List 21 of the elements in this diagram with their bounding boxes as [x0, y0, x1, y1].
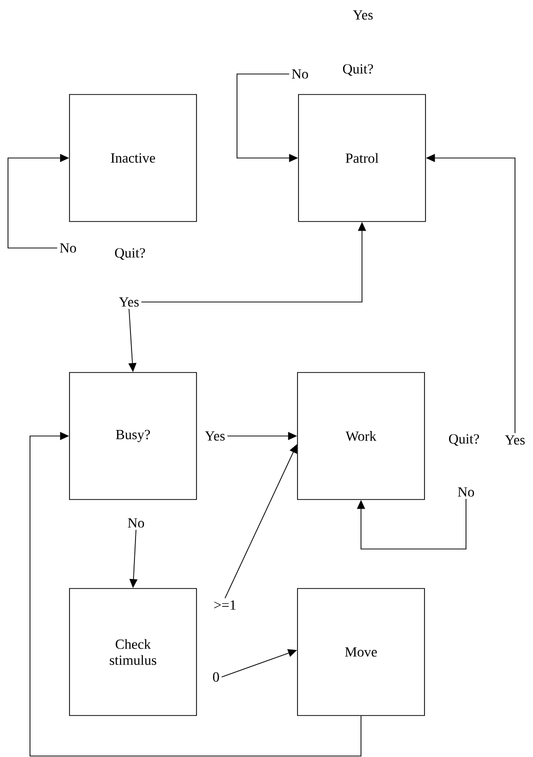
branch-label: Yes — [504, 435, 525, 445]
question-label: Yes — [352, 10, 373, 20]
process-box: Move — [297, 588, 425, 716]
process-box: Busy? — [69, 372, 197, 500]
arrow — [30, 432, 362, 756]
branch-label: No — [60, 243, 76, 253]
branch-label: No — [458, 487, 474, 497]
process-box: Inactive — [69, 94, 197, 222]
process-box: Work — [297, 372, 425, 500]
question-label: Quit? — [343, 64, 373, 76]
branch-label: Yes — [204, 431, 225, 441]
branch-label: >=1 — [214, 600, 236, 610]
branch-label: No — [128, 518, 144, 528]
branch-label: 0 — [213, 672, 219, 682]
question-label: Quit? — [449, 434, 479, 446]
arrow — [356, 498, 466, 550]
process-box: Patrol — [298, 94, 426, 222]
process-box: Check stimulus — [69, 588, 197, 716]
question-label: Quit? — [115, 248, 145, 260]
branch-label: Yes — [118, 297, 139, 307]
branch-label: No — [292, 69, 308, 79]
